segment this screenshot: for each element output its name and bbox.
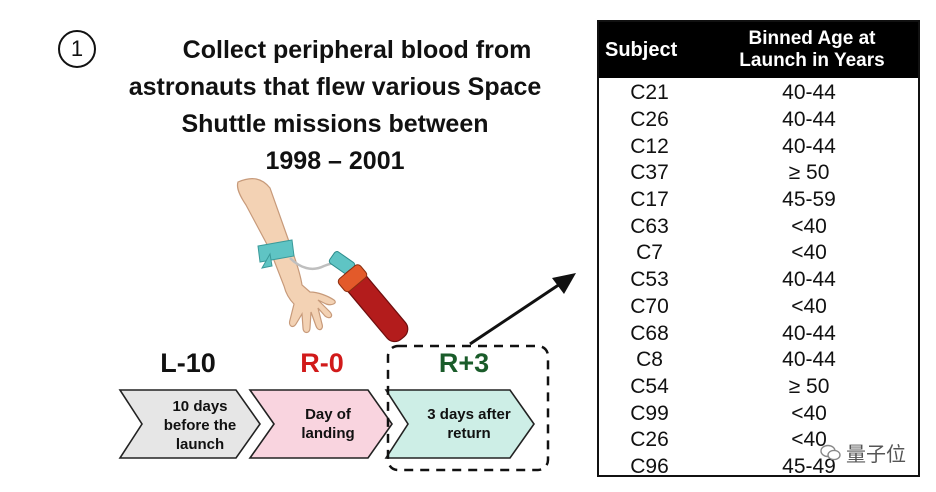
chevron-L-10-line-1: 10 days	[172, 398, 228, 415]
chevron-L-10-line-2: before the	[163, 417, 237, 434]
wechat-icon	[820, 444, 841, 460]
table-header: Subject Binned Age at Launch in Years	[599, 22, 918, 78]
chevron-R-3-line-2: return	[447, 425, 491, 442]
subject-cell: C63	[630, 214, 669, 238]
chevron-L-10-line-3: launch	[175, 436, 225, 453]
table-row: C17 45-59	[599, 187, 918, 214]
timeline-label-R-0: R-0	[300, 348, 344, 378]
age-cell: <40	[791, 214, 827, 238]
heading-line-4: 1998 – 2001	[265, 147, 405, 175]
subject-cell: C70	[630, 294, 669, 318]
chevron-R-3-text: 3 days after return	[406, 405, 532, 443]
chevron-L-10-text: 10 days before the launch	[140, 397, 260, 454]
age-cell: 45-59	[782, 188, 836, 212]
subject-cell: C17	[630, 188, 669, 212]
age-cell: <40	[791, 241, 827, 265]
table-row: C99 <40	[599, 400, 918, 427]
arm-icon	[236, 178, 336, 334]
subject-cell: C8	[636, 348, 663, 372]
age-cell: ≥ 50	[788, 374, 830, 398]
age-cell: ≥ 50	[788, 161, 830, 185]
age-cell: 45-49	[782, 454, 836, 477]
table-row: C7 <40	[599, 240, 918, 267]
age-cell: 40-44	[782, 321, 836, 345]
step-number-badge: 1	[58, 30, 96, 68]
watermark: 量子位	[820, 438, 906, 467]
chevron-R-0-text: Day of landing	[270, 405, 386, 443]
blood-sample-tube-icon	[337, 264, 409, 343]
subject-cell: C7	[636, 241, 663, 265]
chevron-R-3-line-1: 3 days after	[427, 406, 511, 423]
heading-line-1: Collect peripheral blood from	[182, 36, 532, 64]
age-cell: 40-44	[782, 268, 836, 292]
table-row: C26 <40	[599, 427, 918, 454]
table-row: C37 ≥ 50	[599, 160, 918, 187]
table-row: C63 <40	[599, 213, 918, 240]
table-row: C54 ≥ 50	[599, 374, 918, 401]
header-age-line-1: Binned Age at	[748, 28, 876, 49]
chevron-L-10	[118, 389, 261, 459]
timeline-label-R-3: R+3	[438, 348, 490, 378]
subject-cell: C21	[630, 81, 669, 105]
header-age-line-2: Launch in Years	[739, 50, 885, 71]
timeline-label-L-10: L-10	[160, 348, 216, 378]
table-row: C70 <40	[599, 294, 918, 321]
table-row: C8 40-44	[599, 347, 918, 374]
age-cell: <40	[791, 294, 827, 318]
table-row: C26 40-44	[599, 107, 918, 134]
age-cell: <40	[791, 428, 827, 452]
subject-cell: C12	[630, 134, 669, 158]
subject-cell: C26	[630, 428, 669, 452]
age-cell: <40	[791, 401, 827, 425]
highlight-dashed-box	[386, 344, 550, 472]
age-cell: 40-44	[782, 134, 836, 158]
subject-cell: C68	[630, 321, 669, 345]
heading-line-3: Shuttle missions between	[181, 110, 489, 138]
step-number: 1	[70, 36, 84, 61]
subject-cell: C99	[630, 401, 669, 425]
header-binned-age: Binned Age at Launch in Years	[705, 28, 918, 72]
header-subject: Subject	[605, 39, 678, 61]
subject-age-table: Subject Binned Age at Launch in Years C2…	[597, 20, 920, 477]
subject-cell: C54	[630, 374, 669, 398]
subject-cell: C26	[630, 108, 669, 132]
age-cell: 40-44	[782, 348, 836, 372]
subject-cell: C96	[630, 454, 669, 477]
table-row: C53 40-44	[599, 267, 918, 294]
heading-line-2: astronauts that flew various Space	[128, 73, 542, 101]
arrow-to-table-icon	[469, 273, 576, 346]
chevron-R-0-line-2: landing	[301, 425, 355, 442]
table-row: C96 45-49	[599, 454, 918, 477]
step-heading: Collect peripheral blood from astronauts…	[96, 32, 574, 180]
age-cell: 40-44	[782, 81, 836, 105]
table-row: C21 40-44	[599, 80, 918, 107]
chevron-R-0	[248, 389, 393, 459]
watermark-text: 量子位	[846, 444, 906, 466]
subject-cell: C53	[630, 268, 669, 292]
age-cell: 40-44	[782, 108, 836, 132]
chevron-R-3	[384, 389, 535, 459]
table-row: C12 40-44	[599, 133, 918, 160]
table-row: C68 40-44	[599, 320, 918, 347]
subject-cell: C37	[630, 161, 669, 185]
chevron-R-0-line-1: Day of	[305, 406, 351, 423]
